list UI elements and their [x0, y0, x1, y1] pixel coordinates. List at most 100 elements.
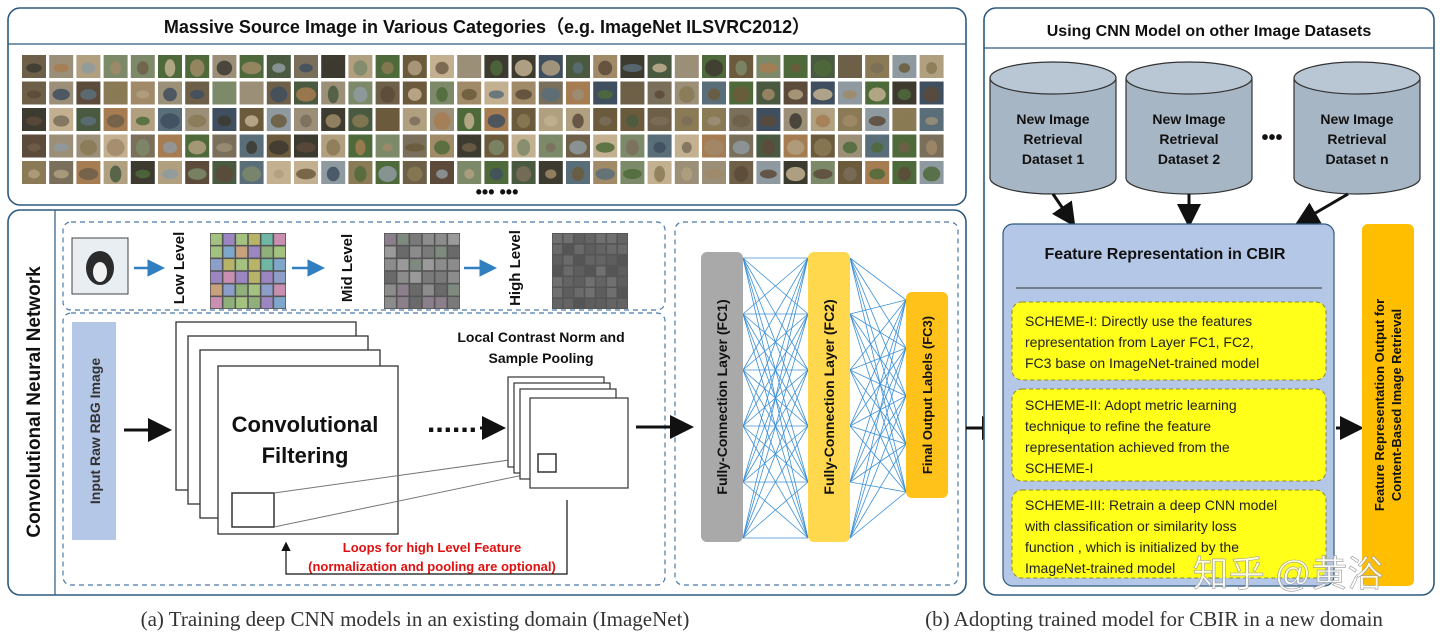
- fc-connection: [849, 299, 907, 315]
- svg-text:representation achieved from t: representation achieved from the: [1025, 439, 1230, 455]
- thumbnail-subject: [595, 168, 615, 180]
- svg-text:Dataset n: Dataset n: [1325, 151, 1388, 167]
- filter-cell: [617, 255, 628, 265]
- fc-connection: [849, 395, 907, 427]
- thumbnail-ellipsis: ••• •••: [476, 182, 519, 202]
- filter-cell: [261, 271, 273, 283]
- thumbnail-subject: [27, 143, 41, 152]
- filter-cell: [448, 233, 460, 245]
- svg-text:FC3 base on ImageNet-trained m: FC3 base on ImageNet-trained model: [1025, 355, 1259, 371]
- thumbnail-subject: [844, 62, 856, 74]
- fc-connection: [849, 347, 907, 483]
- thumbnail-subject: [160, 113, 180, 129]
- filter-cell: [397, 233, 409, 245]
- svg-text:representation from Layer FC1: representation from Layer FC1, FC2,: [1025, 334, 1254, 350]
- thumbnail-subject: [625, 139, 639, 156]
- thumbnail-subject: [163, 87, 177, 102]
- filter-cell: [236, 271, 248, 283]
- thumbnail-subject: [461, 143, 477, 152]
- output-bar: [1362, 224, 1414, 586]
- filter-cell: [422, 246, 434, 258]
- fc2-layer: [808, 252, 850, 542]
- thumbnail-subject: [78, 167, 99, 181]
- thumbnail-subject: [923, 86, 940, 103]
- thumbnail-subject: [106, 90, 126, 99]
- filter-cell: [248, 233, 260, 245]
- filter-cell: [397, 246, 409, 258]
- filter-cell: [574, 298, 584, 309]
- filter-cell: [596, 298, 606, 309]
- thumbnail-subject: [681, 141, 692, 154]
- filter-cell: [248, 246, 260, 258]
- thumbnail-subject: [626, 114, 639, 128]
- thumbnail-subject: [626, 88, 639, 101]
- conv-pipeline-box: [62, 312, 666, 586]
- thumbnail-subject: [869, 168, 886, 180]
- filter-cell: [574, 277, 584, 287]
- thumbnail-subject: [26, 116, 42, 126]
- thumbnail-subject: [734, 165, 749, 183]
- filter-cell: [607, 298, 617, 309]
- filter-cell: [397, 259, 409, 271]
- dataset-dots: •••: [1261, 127, 1282, 149]
- thumbnail-subject: [679, 85, 695, 104]
- filter-cell: [617, 244, 628, 254]
- filter-cell: [261, 246, 273, 258]
- fc-connection: [849, 347, 907, 427]
- filter-cell: [397, 284, 409, 296]
- filter-cell: [563, 233, 573, 244]
- feature-levels-box: [62, 221, 666, 311]
- fc-connection: [849, 443, 907, 539]
- thumbnail-subject: [622, 63, 643, 73]
- thumbnail-subject: [488, 139, 505, 156]
- fc-connection: [849, 257, 907, 301]
- filter-cell: [563, 266, 573, 276]
- scheme-3-box: SCHEME-III: Retrain a deep CNN model wit…: [1011, 489, 1327, 579]
- filter-cell: [397, 271, 409, 283]
- filter-cell: [585, 288, 595, 298]
- thumbnail-subject: [732, 140, 750, 155]
- thumbnail-subject: [545, 169, 557, 179]
- filter-cell: [248, 297, 260, 309]
- fc-connection: [849, 313, 907, 445]
- svg-text:New Image: New Image: [1016, 111, 1089, 127]
- conv-label-2: Filtering: [262, 443, 349, 468]
- filter-cell: [210, 259, 222, 271]
- thumbnail-subject: [300, 114, 312, 128]
- filter-cell: [435, 271, 447, 283]
- thumbnail-subject: [106, 114, 125, 128]
- thumbnail-subject: [813, 59, 832, 77]
- thumbnail-subject: [868, 115, 886, 127]
- filter-cell: [574, 288, 584, 298]
- filter-cell: [596, 244, 606, 254]
- thumbnail-subject: [217, 115, 232, 127]
- thumbnail-subject: [326, 166, 340, 182]
- thumbnail-subject: [681, 116, 693, 126]
- thumbnail-subject: [242, 166, 261, 182]
- filter-cell: [223, 259, 235, 271]
- thumbnail-subject: [246, 140, 258, 155]
- thumbnail-subject: [434, 140, 450, 155]
- scheme-1-box: SCHEME-I: Directly use the features repr…: [1011, 301, 1327, 381]
- filter-cell: [607, 244, 617, 254]
- fc-connection-mesh: [742, 257, 907, 539]
- fc-layers-box: [674, 221, 959, 586]
- thumbnail-subject: [409, 116, 421, 126]
- thumbnail-subject: [215, 165, 234, 183]
- filter-cell: [448, 284, 460, 296]
- thumbnail-subject: [216, 143, 233, 152]
- thumbnail-subject: [352, 114, 369, 128]
- filter-cell: [223, 284, 235, 296]
- filter-cell: [274, 297, 286, 309]
- filter-cell: [448, 271, 460, 283]
- thumbnail-subject: [517, 139, 531, 156]
- thumbnail-subject: [354, 166, 367, 182]
- fc2-label: Fully-Connection Layer (FC2): [821, 299, 837, 494]
- thumbnail-subject: [897, 88, 912, 101]
- filter-cell: [596, 277, 606, 287]
- filter-cell: [384, 284, 396, 296]
- thumbnail-subject: [407, 88, 422, 101]
- filter-cell: [596, 288, 606, 298]
- thumbnail-subject: [595, 142, 615, 153]
